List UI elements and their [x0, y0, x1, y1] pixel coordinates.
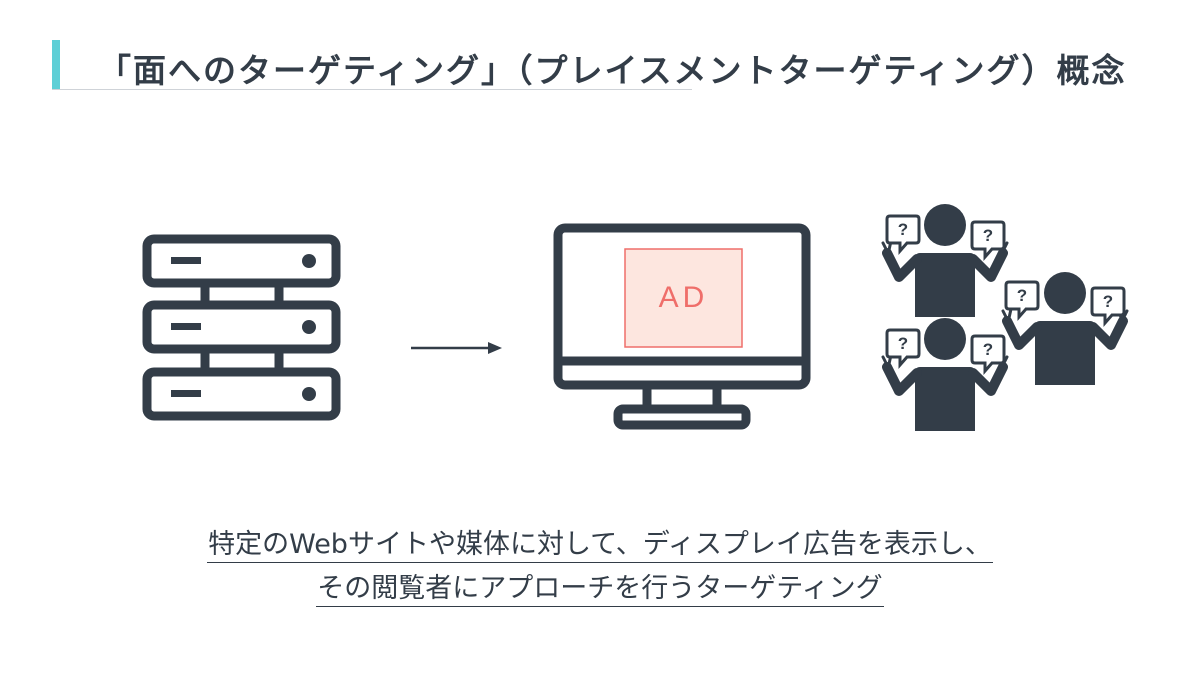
caption-line-2: その閲覧者にアプローチを行うターゲティング — [316, 572, 884, 607]
question-mark: ? — [898, 220, 908, 239]
server-details — [171, 254, 316, 401]
title-underline — [52, 89, 692, 90]
ad-label: AD — [658, 281, 709, 314]
question-mark: ? — [898, 334, 908, 353]
page-title: 「面へのターゲティング」（プレイスメントターゲティング）概念 — [98, 51, 1127, 90]
arrow-right-icon — [411, 342, 502, 354]
description-caption: 特定のWebサイトや媒体に対して、ディスプレイ広告を表示し、 その閲覧者にアプロ… — [0, 523, 1200, 611]
caption-line-1: 特定のWebサイトや媒体に対して、ディスプレイ広告を表示し、 — [207, 528, 993, 563]
title-accent-bar — [52, 40, 60, 90]
ad-banner — [624, 248, 743, 348]
monitor-icon — [553, 223, 811, 430]
question-mark: ? — [983, 226, 993, 245]
page-title-block: 「面へのターゲティング」（プレイスメントターゲティング）概念 — [52, 38, 1125, 90]
question-mark: ? — [1103, 292, 1113, 311]
question-mark: ? — [1017, 286, 1027, 305]
audience-group: ? ? ? ? ? ? — [883, 204, 1127, 431]
question-mark: ? — [983, 340, 993, 359]
server-icon — [142, 234, 341, 421]
